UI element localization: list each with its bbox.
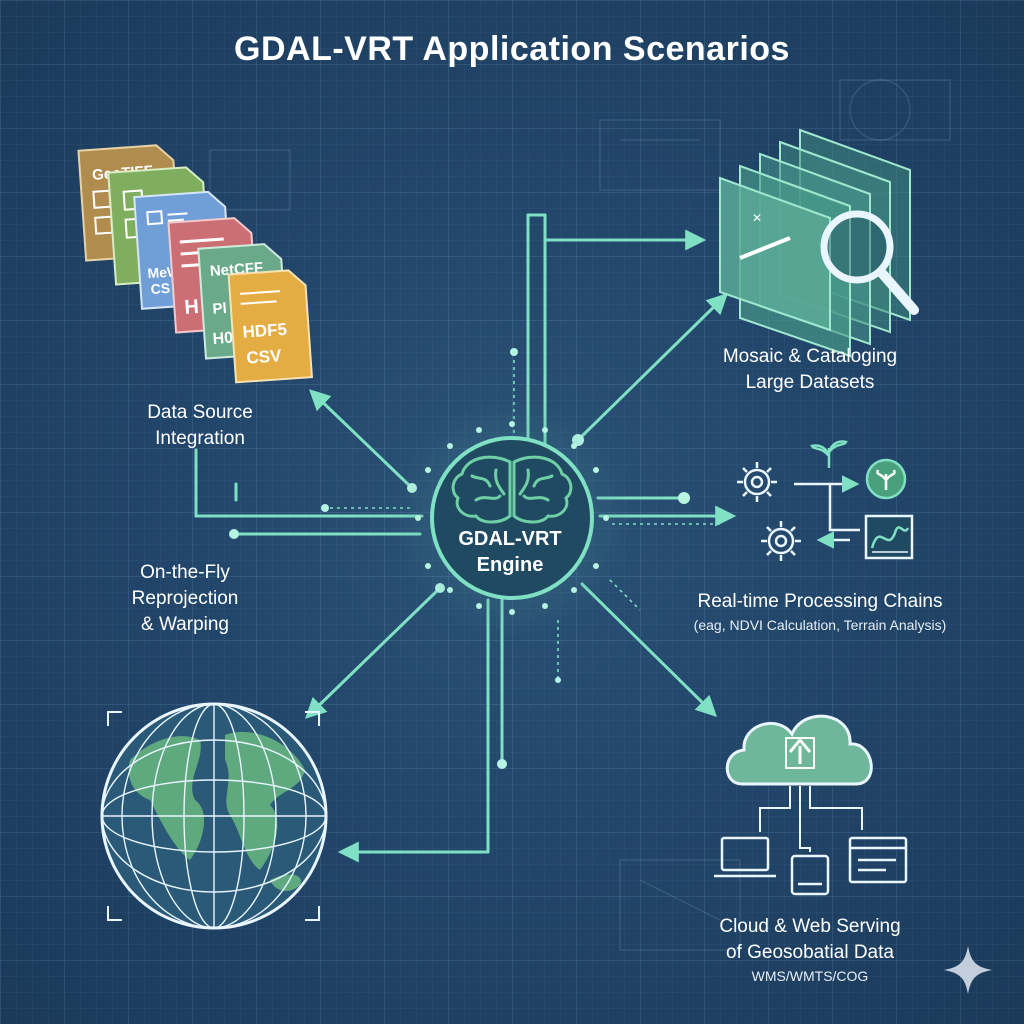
- file-label-csv: CSV: [246, 346, 283, 367]
- leaf-icon: [810, 440, 848, 468]
- mosaic-line2: Large Datasets: [745, 372, 875, 393]
- file-label-pl: Pl: [212, 300, 227, 318]
- laptop-icon: [714, 836, 776, 878]
- browser-window-icon: [848, 836, 908, 884]
- mosaic-layers-icon: ✕: [719, 128, 911, 358]
- mosaic-label: Mosaic & Cataloging Large Datasets: [680, 344, 940, 396]
- background-sketch: [209, 79, 951, 951]
- engine-label: GDAL-VRT Engine: [420, 526, 600, 578]
- file-label-cs: CS: [150, 280, 171, 297]
- data-source-line1: Data Source: [147, 402, 253, 423]
- processing-chain-icons: [737, 440, 914, 561]
- file-label-h: H: [184, 296, 200, 319]
- cloud-links: [759, 786, 863, 852]
- file-stack-icon: GeoTIFF MeW CS H NetCFF Pl H0: [77, 144, 314, 384]
- sparkle-icon: [944, 946, 992, 994]
- gear-icon: [737, 462, 777, 502]
- chart-panel-icon: [864, 514, 914, 560]
- reprojection-line1: On-the-Fly: [140, 562, 230, 583]
- mosaic-line1: Mosaic & Cataloging: [722, 346, 898, 367]
- file-label-hdf5: HDF5: [242, 320, 288, 342]
- engine-label-line1: GDAL-VRT: [458, 528, 562, 550]
- magnifier-icon: [820, 210, 919, 315]
- gear-icon: [761, 521, 801, 561]
- cloud-line1: Cloud & Web Serving: [719, 916, 901, 937]
- cloud-sub: WMS/WMTS/COG: [751, 968, 869, 984]
- cloud-line2: of Geosobatial Data: [726, 942, 894, 963]
- leaf-circle-icon: [865, 458, 907, 500]
- data-source-label: Data Source Integration: [110, 400, 290, 452]
- file-label-h0: H0: [212, 330, 234, 348]
- tablet-icon: [790, 854, 830, 896]
- cloud-upload-icon: [725, 714, 873, 786]
- page-title: GDAL-VRT Application Scenarios: [234, 30, 790, 68]
- svg-text:✕: ✕: [752, 211, 762, 225]
- cloud-label: Cloud & Web Serving of Geosobatial Data: [680, 914, 940, 966]
- engine-hub: [392, 398, 632, 638]
- engine-label-line2: Engine: [476, 554, 544, 576]
- orbit-dots: [415, 421, 609, 615]
- reprojection-line3: & Warping: [141, 614, 229, 635]
- processing-line1: Real-time Processing Chains: [697, 591, 943, 612]
- processing-sub: (eag, NDVI Calculation, Terrain Analysis…: [693, 617, 947, 633]
- brain-icon: [451, 455, 573, 524]
- reprojection-label: On-the-Fly Reprojection & Warping: [100, 560, 270, 638]
- reprojection-line2: Reprojection: [131, 588, 239, 609]
- processing-label: Real-time Processing Chains: [640, 589, 1000, 615]
- globe-icon: [100, 702, 328, 930]
- data-source-line2: Integration: [155, 428, 245, 449]
